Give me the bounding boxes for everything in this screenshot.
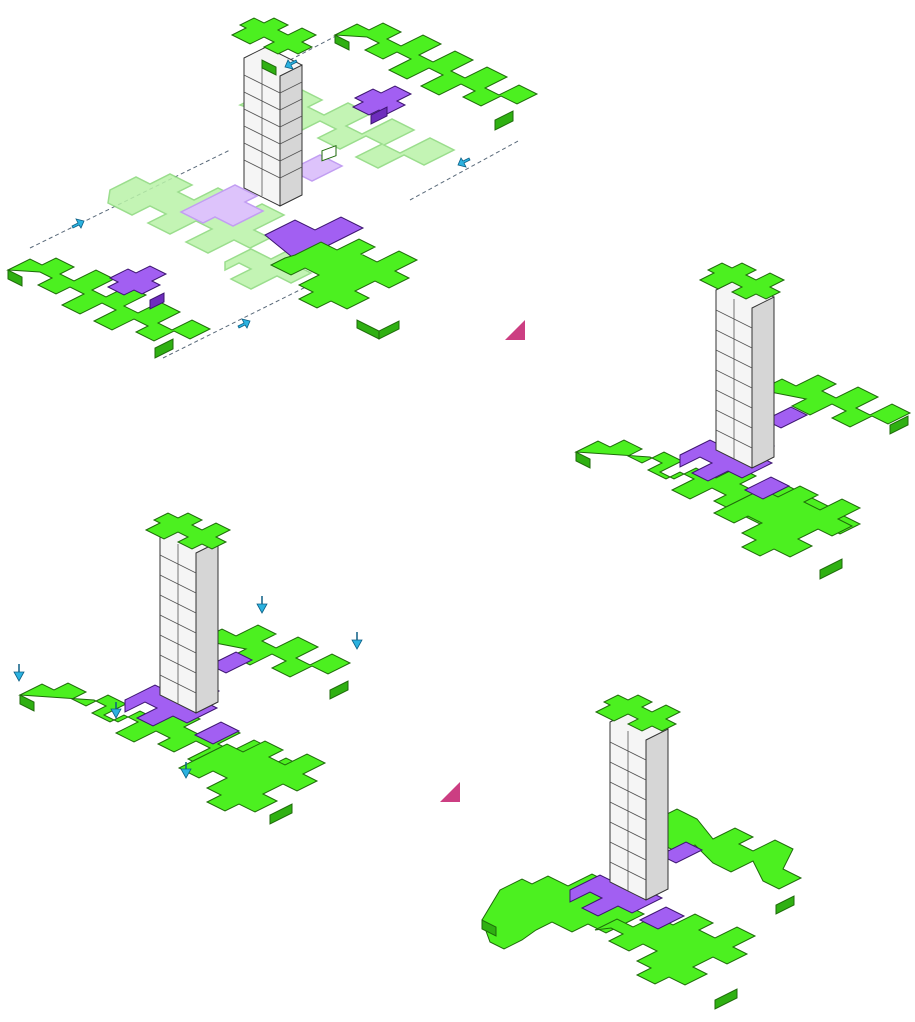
cyan-arrow-icon [13,664,25,682]
step-1-exploded-view [6,17,539,359]
green-cap-step-3 [144,512,232,550]
cyan-arrow-icon [180,762,192,779]
arm-lower-left [6,257,212,359]
next-step-triangle-icon [440,782,460,802]
arm-lower-right [264,145,419,340]
ghost-center-purple [179,184,265,227]
press-down-arrows [13,596,363,779]
cyan-arrow-icon [351,632,363,650]
next-step-triangle-icon [505,320,525,340]
cyan-arrow-icon [71,218,85,229]
green-arm-lower-left [6,257,212,342]
cyan-arrow-icon [110,702,122,719]
green-arm-upper-right [333,22,539,107]
purple-block-lower-left [106,265,168,296]
step-4-folded-view [481,694,803,1010]
green-cap-step-4 [594,694,682,732]
white-tower-step-1 [230,17,318,207]
move-arrows-step-1 [71,59,471,329]
green-cap-step-1 [230,17,318,55]
cyan-arrow-icon [237,318,251,329]
green-cap-step-2 [698,262,786,300]
cyan-arrow-icon [284,59,298,70]
step-2-assembled-view [574,262,912,580]
ghost-center-purple-2 [288,154,344,182]
cyan-arrow-icon [457,157,471,168]
green-arm-lower-right [269,238,419,310]
step-3-press-down-view [13,512,363,825]
cyan-arrow-icon [256,596,268,614]
purple-block-upper-right [351,85,413,116]
arm-upper-right [333,22,539,131]
